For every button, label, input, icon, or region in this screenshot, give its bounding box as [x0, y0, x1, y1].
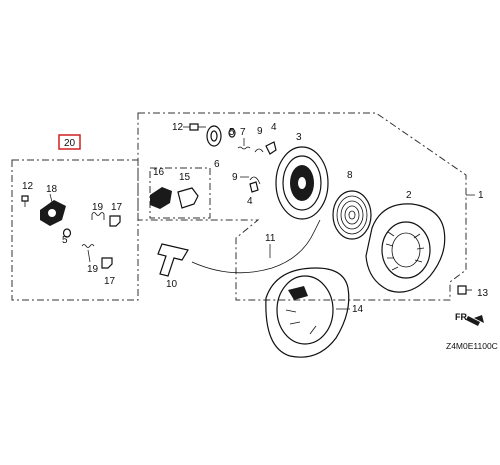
callout-6: 6 [214, 159, 220, 170]
callout-12-top: 12 [172, 122, 184, 133]
callout-9-lower: 9 [232, 172, 238, 183]
callout-14: 14 [352, 304, 364, 315]
spring-19-lower[interactable] [81, 244, 95, 248]
main-assembly-outline [137, 112, 467, 301]
callout-11: 11 [265, 233, 276, 244]
bolt-12-left[interactable] [21, 195, 29, 207]
bolt-13[interactable] [457, 285, 472, 295]
grip-10[interactable] [157, 243, 189, 277]
spring-19-upper[interactable] [91, 212, 105, 221]
case-2[interactable] [365, 203, 446, 293]
callout-1: 1 [478, 190, 484, 201]
cup-6[interactable] [206, 125, 222, 147]
callout-9-upper: 9 [257, 126, 263, 137]
pawl-4-upper[interactable] [265, 141, 277, 155]
callout-15: 15 [179, 172, 191, 183]
washer-5-left[interactable] [62, 228, 72, 238]
clip-9-lower[interactable] [249, 176, 261, 185]
pawl-15[interactable] [177, 187, 199, 209]
front-direction-arrow: FR. [455, 312, 484, 326]
svg-text:FR.: FR. [455, 312, 470, 322]
callout-20[interactable]: 20 [64, 138, 76, 149]
ratchet-16[interactable] [150, 187, 172, 209]
diagram-code: Z4M0E1100C [446, 341, 498, 351]
callout-3: 3 [296, 132, 302, 143]
callout-20-highlight-box[interactable] [58, 134, 81, 150]
callout-7: 7 [240, 127, 246, 138]
callout-5-left: 5 [62, 235, 68, 246]
bolt-12-top[interactable] [189, 123, 206, 131]
washer-5-top[interactable] [228, 128, 236, 138]
sub-assembly-outline [11, 159, 139, 301]
callout-18: 18 [46, 184, 58, 195]
spring-7[interactable] [237, 146, 251, 150]
callout-10: 10 [166, 279, 178, 290]
pawl-17-lower[interactable] [101, 257, 113, 269]
pawl-17-upper[interactable] [109, 215, 121, 227]
cover-14[interactable] [265, 267, 350, 358]
callout-19-upper: 19 [92, 202, 104, 213]
callout-2: 2 [406, 190, 412, 201]
callout-8: 8 [347, 170, 353, 181]
callout-19-lower: 19 [87, 264, 99, 275]
recoil-spring-8[interactable] [332, 190, 372, 240]
callout-4-upper: 4 [271, 122, 277, 133]
reel-3[interactable] [275, 146, 329, 220]
callout-5-top: 5 [229, 127, 235, 138]
callout-4-lower: 4 [247, 196, 253, 207]
ratchet-18[interactable] [40, 200, 66, 226]
callout-13: 13 [477, 288, 489, 299]
callout-12-left: 12 [22, 181, 34, 192]
rope-11[interactable] [191, 219, 321, 274]
clip-9-upper[interactable] [254, 148, 264, 153]
callout-17-upper: 17 [111, 202, 123, 213]
callout-16: 16 [153, 167, 165, 178]
pawl-4-lower[interactable] [249, 181, 259, 193]
callout-17-lower: 17 [104, 276, 116, 287]
